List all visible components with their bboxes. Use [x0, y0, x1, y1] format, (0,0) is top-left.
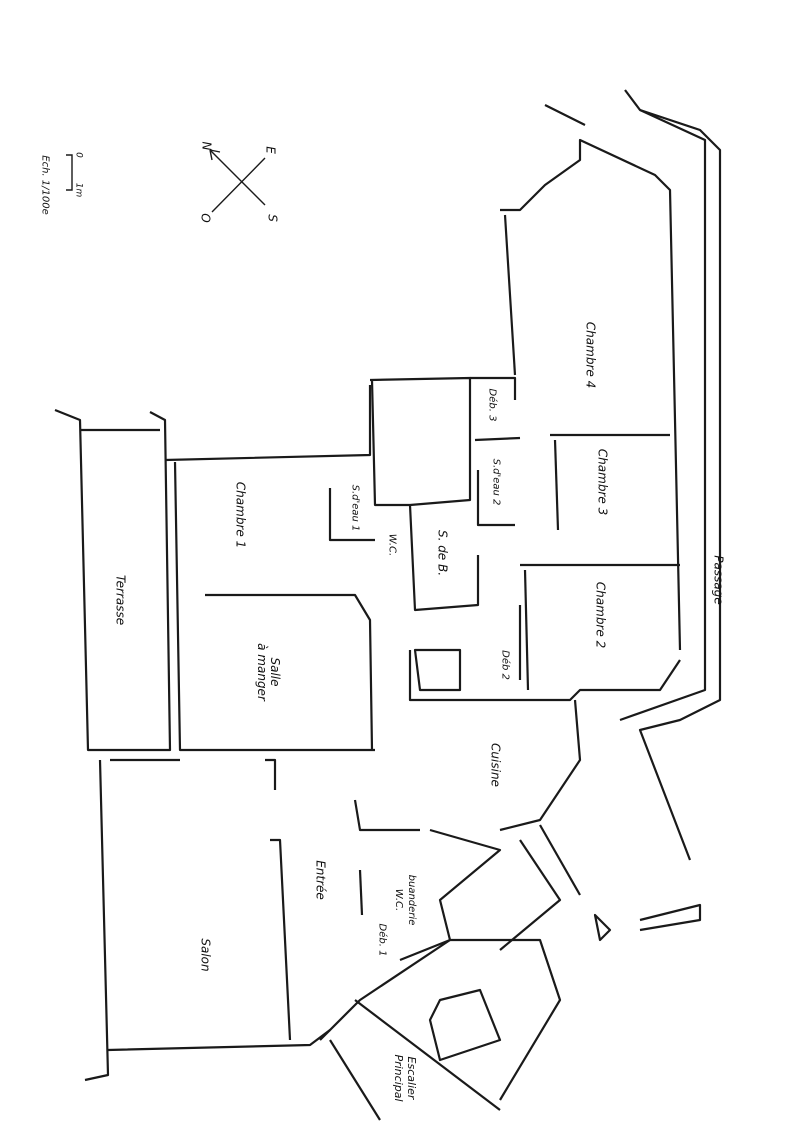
compass-south: S — [265, 214, 280, 222]
escalier-line-2: Principal — [392, 1054, 405, 1102]
room-chambre-2: Chambre 2 — [593, 581, 608, 649]
walls — [54, 89, 722, 1121]
buanderie-line-2: W.C. — [393, 888, 404, 912]
room-deb-1: Déb. 1 — [376, 923, 388, 957]
room-sdeau-2: S.d'eau 2 — [490, 458, 502, 506]
room-chambre-1: Chambre 1 — [233, 481, 248, 549]
scale-zero: 0 — [73, 152, 84, 158]
compass-east: E — [263, 146, 278, 154]
scale-label: Ech. 1/100e — [39, 155, 51, 215]
salle-line-1: Salle — [268, 657, 282, 687]
room-entree: Entrée — [313, 860, 328, 900]
room-wc: W.C. — [386, 533, 398, 557]
room-deb-2: Déb 2 — [499, 650, 511, 680]
room-salle-de-bain: S. de B. — [435, 529, 450, 577]
room-terrasse: Terrasse — [113, 574, 128, 626]
room-cuisine: Cuisine — [488, 743, 503, 787]
compass-west: O — [198, 213, 213, 223]
room-sdeau-1: S.d'eau 1 — [349, 484, 361, 532]
room-passage: Passage — [711, 555, 726, 605]
scale-bar — [66, 154, 73, 191]
scale-one-meter: 1m — [73, 182, 84, 198]
room-deb-3: Déb. 3 — [486, 388, 498, 422]
compass-north: N — [199, 141, 214, 151]
room-salon: Salon — [198, 938, 213, 972]
escalier-line-1: Escalier — [405, 1056, 418, 1100]
room-chambre-4: Chambre 4 — [583, 321, 598, 389]
compass-icon — [209, 149, 266, 213]
buanderie-line-1: buanderie — [406, 874, 417, 926]
salle-line-2: à manger — [255, 643, 269, 701]
room-chambre-3: Chambre 3 — [595, 448, 610, 516]
